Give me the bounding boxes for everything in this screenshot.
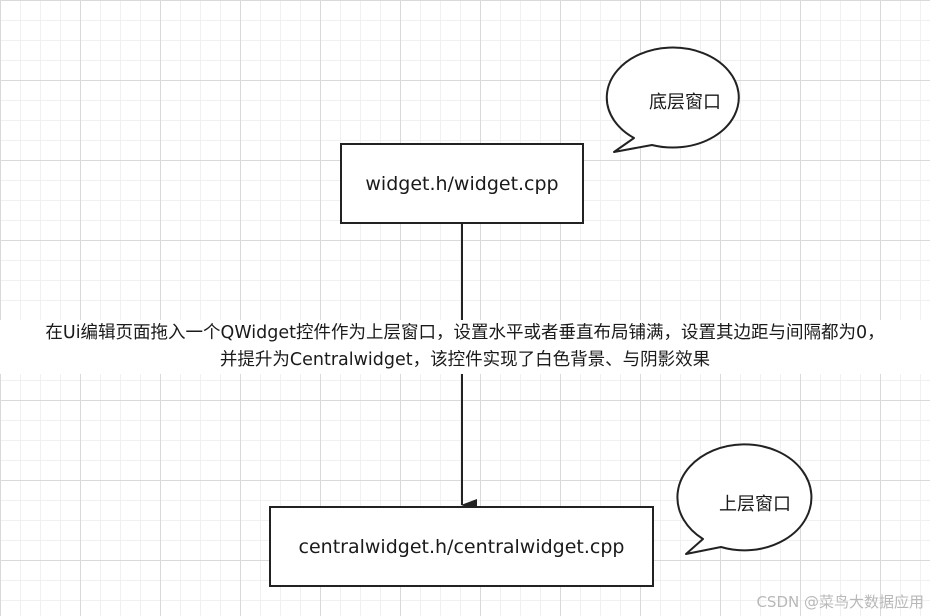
annotation-line-1: 在Ui编辑页面拖入一个QWidget控件作为上层窗口，设置水平或者垂直布局铺满，… xyxy=(45,323,885,343)
centralwidget-node: centralwidget.h/centralwidget.cpp xyxy=(269,506,654,587)
annotation-line-2: 并提升为Centralwidget，该控件实现了白色背景、与阴影效果 xyxy=(219,350,711,370)
callout-upper-layer-window: 上层窗口 xyxy=(719,494,791,515)
annotation-note: 在Ui编辑页面拖入一个QWidget控件作为上层窗口，设置水平或者垂直布局铺满，… xyxy=(0,320,930,374)
speech-bubble-top xyxy=(605,46,740,153)
widget-node: widget.h/widget.cpp xyxy=(340,143,584,224)
callout-bottom-layer-window: 底层窗口 xyxy=(649,92,721,113)
speech-bubble-bottom xyxy=(676,443,813,555)
centralwidget-node-label: centralwidget.h/centralwidget.cpp xyxy=(298,535,625,558)
watermark: CSDN @菜鸟大数据应用 xyxy=(756,593,924,611)
widget-node-label: widget.h/widget.cpp xyxy=(365,172,559,195)
